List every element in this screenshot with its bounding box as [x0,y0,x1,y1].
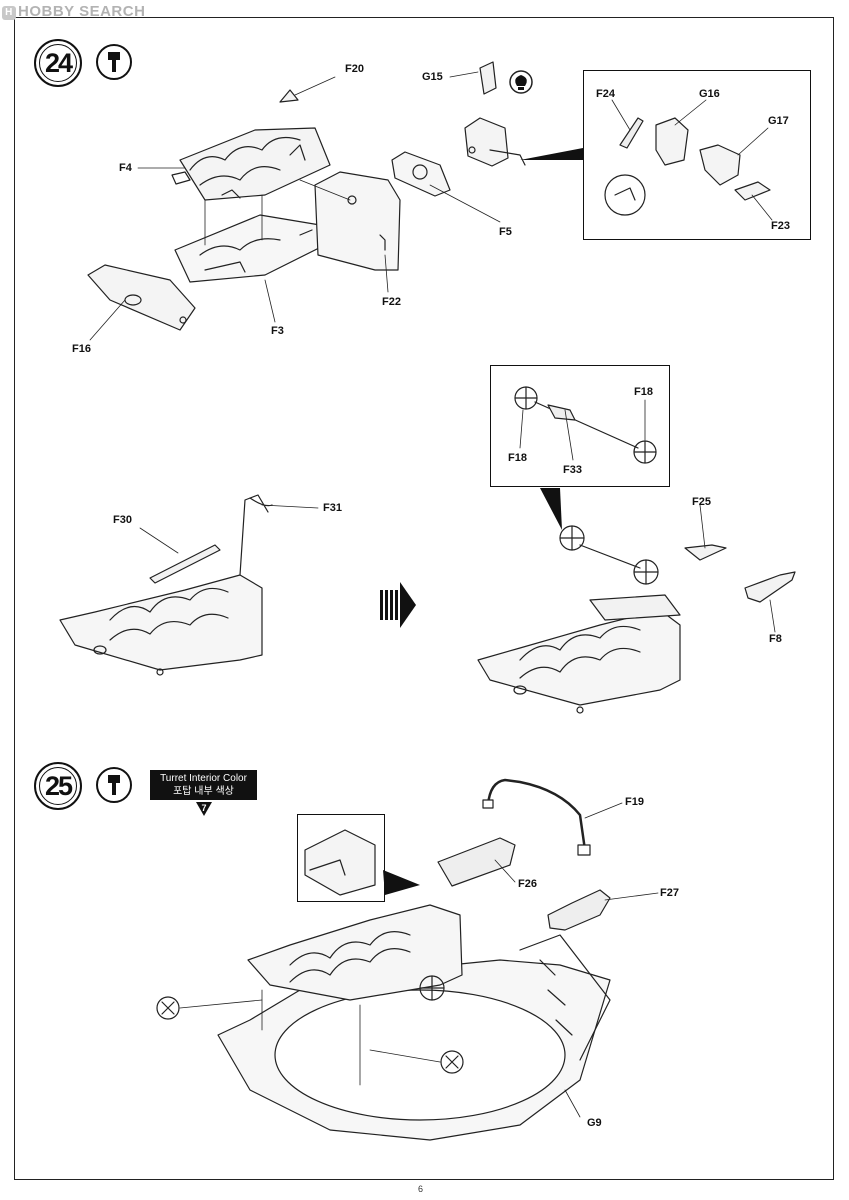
part-f4-drawing [171,127,331,201]
part-f22-drawing [314,171,401,271]
inset-detail-f18-f33 [490,365,670,487]
watermark-text: HOBBY SEARCH [18,3,146,20]
label-f33: F33 [563,464,582,476]
step-24-number: 24 [44,48,73,78]
inset-1-parts [604,117,771,216]
part-g15-drawing [464,61,526,167]
label-g9: G9 [587,1117,602,1129]
label-f8: F8 [769,633,782,645]
label-f19: F19 [625,796,644,808]
hobby-search-logo-icon: H [2,6,16,20]
step-24-badge: 24 [34,39,82,87]
label-f23: F23 [771,220,790,232]
assembly-left-drawing [59,494,273,676]
cement-icon-2 [96,767,132,803]
breech-step25-drawing [247,904,463,1001]
paint-callout-ko: 포탑 내부 색상 [173,786,234,797]
label-f5: F5 [499,226,512,238]
label-f24: F24 [596,88,615,100]
label-f26: F26 [518,878,537,890]
label-f16: F16 [72,343,91,355]
no-cement-icon [156,996,180,1020]
inset-2-parts [514,386,657,464]
label-g15: G15 [422,71,443,83]
label-g16: G16 [699,88,720,100]
label-f22: F22 [382,296,401,308]
part-f16-drawing [87,264,196,331]
paint-callout-en: Turret Interior Color [160,773,247,784]
step-25-badge: 25 [34,762,82,810]
label-f18-left: F18 [508,452,527,464]
assembly-right-drawing [477,525,796,714]
inset-3-parts [304,829,376,896]
label-f18-right: F18 [634,386,653,398]
next-arrow-icon [380,582,416,628]
part-f19-drawing [482,778,591,856]
part-f27-drawing [547,889,611,931]
part-f5-drawing [391,151,451,197]
label-g17: G17 [768,115,789,127]
label-f4: F4 [119,162,132,174]
part-f3-drawing [174,214,336,283]
turret-ring-drawing [217,934,611,1141]
bulb-icon [509,70,533,94]
part-f20-drawing [279,89,299,103]
label-f30: F30 [113,514,132,526]
cement-icon [96,44,132,80]
part-f26-drawing [437,837,516,887]
label-f27: F27 [660,887,679,899]
label-f25: F25 [692,496,711,508]
paint-callout: Turret Interior Color 포탑 내부 색상 [150,770,257,800]
page-number: 6 [418,1184,424,1194]
label-f3: F3 [271,325,284,337]
label-f20: F20 [345,63,364,75]
no-cement-icon-2 [440,1050,464,1074]
step-25-number: 25 [44,771,73,801]
page-border [14,17,834,1180]
paint-color-number: 7 [201,803,207,813]
label-f31: F31 [323,502,342,514]
